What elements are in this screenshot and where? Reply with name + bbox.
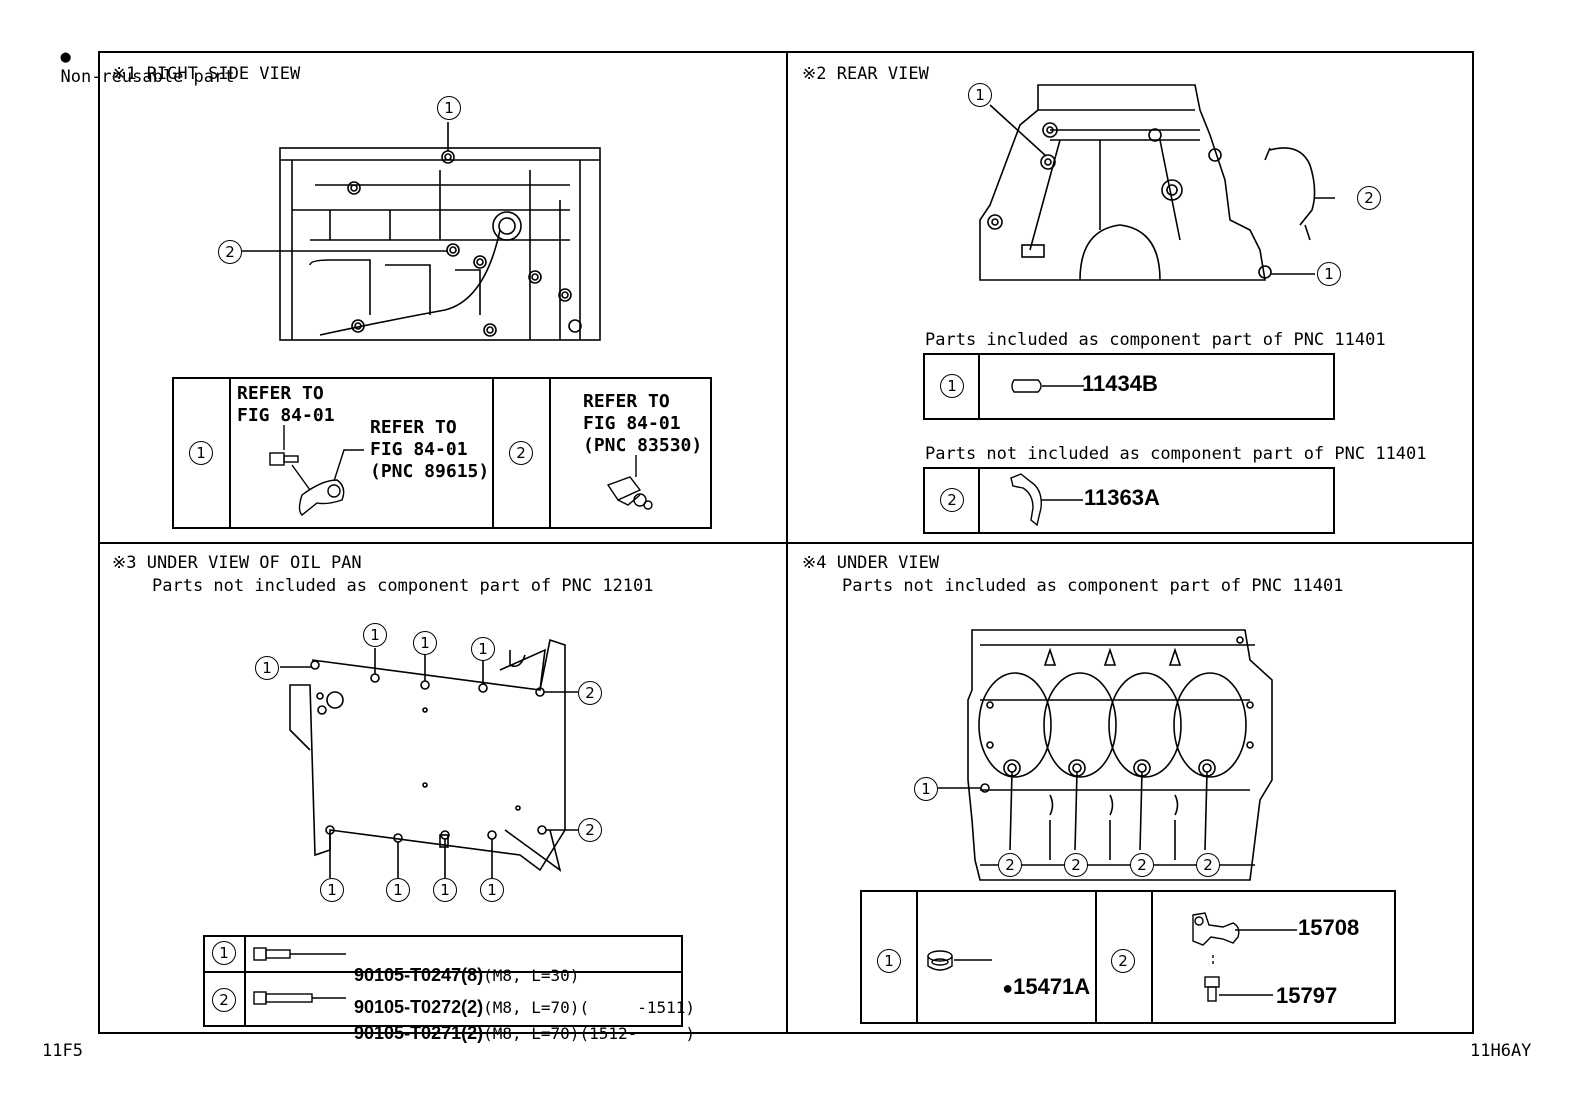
part-number-11363a: 11363A	[1084, 485, 1160, 510]
part-number-15708: 15708	[1298, 915, 1360, 940]
callout-2: 2	[218, 240, 242, 264]
oil-pan-view-title: ※3 UNDER VIEW OF OIL PAN	[112, 553, 362, 573]
oil-pan-row1-part: 90105-T0247(8)(M8, L=30)	[354, 965, 580, 985]
part-number-11434b: 11434B	[1082, 371, 1158, 396]
oil-pan-callout-1b: 1	[363, 623, 387, 647]
oil-pan-callout-2a: 2	[578, 681, 602, 705]
legend: ● Non-reusable part	[40, 27, 234, 87]
engine-block-rear-drawing	[979, 84, 1335, 281]
oil-pan-callout-1g: 1	[433, 878, 457, 902]
engine-block-under-drawing	[938, 629, 1273, 881]
oil-pan-callout-1d: 1	[471, 637, 495, 661]
right-side-parts-table	[172, 377, 712, 529]
under-row1-number: 1	[877, 949, 901, 973]
part-number-15797: 15797	[1276, 983, 1338, 1008]
table-row2-number: 2	[509, 441, 533, 465]
oil-pan-row2a-part: 90105-T0272(2)(M8, L=70)( -1511)	[354, 997, 696, 1017]
refer-pnc-89615-text: REFER TO FIG 84-01 (PNC 89615)	[370, 417, 490, 482]
rear-view-title: ※2 REAR VIEW	[802, 64, 929, 84]
not-included-parts-note: Parts not included as component part of …	[925, 444, 1427, 464]
under-callout-2d: 2	[1196, 853, 1220, 877]
under-callout-1: 1	[914, 777, 938, 801]
dowel-pin-icon	[1011, 379, 1084, 393]
oil-pan-callout-1c: 1	[413, 631, 437, 655]
rear-callout-1b: 1	[1317, 262, 1341, 286]
engine-block-right-side-drawing	[242, 122, 601, 341]
table-row1-number: 1	[189, 441, 213, 465]
non-reusable-bullet-icon: ●	[1002, 978, 1014, 998]
under-view-subtitle: Parts not included as component part of …	[842, 576, 1344, 596]
callout-1: 1	[437, 96, 461, 120]
oil-pan-callout-1f: 1	[386, 878, 410, 902]
oil-jet-icon	[1192, 912, 1297, 1002]
right-side-view-title: ※1 RIGHT SIDE VIEW	[112, 64, 301, 84]
oil-pan-row1-number: 1	[212, 941, 236, 965]
gasket-icon	[1010, 473, 1083, 527]
refer-fig-84-01-text: REFER TO FIG 84-01	[237, 383, 335, 426]
horizontal-divider	[98, 542, 1474, 544]
under-parts-table	[860, 890, 1396, 1024]
rear-callout-1: 1	[968, 83, 992, 107]
refer-pnc-83530-text: REFER TO FIG 84-01 (PNC 83530)	[583, 391, 703, 456]
oil-pan-callout-1h: 1	[480, 878, 504, 902]
under-callout-2b: 2	[1064, 853, 1088, 877]
page-code-left: 11F5	[42, 1041, 83, 1061]
rear-part2-table	[923, 467, 1335, 534]
page-code-right: 11H6AY	[1470, 1041, 1532, 1061]
non-reusable-bullet-icon: ●	[60, 47, 71, 67]
rear-part1-table	[923, 353, 1335, 420]
rear-callout-2: 2	[1357, 186, 1381, 210]
oil-pan-callout-1a: 1	[255, 656, 279, 680]
oil-pan-callout-1e: 1	[320, 878, 344, 902]
oil-pan-row2b-part: 90105-T0271(2)(M8, L=70)(1512- )	[354, 1023, 696, 1043]
knock-sensor-icon	[606, 455, 653, 510]
oil-pan-drawing	[280, 638, 578, 878]
oil-pan-bolts-table	[203, 935, 683, 1027]
under-callout-2c: 2	[1130, 853, 1154, 877]
plug-seal-icon	[927, 950, 992, 971]
oil-pan-view-subtitle: Parts not included as component part of …	[152, 576, 654, 596]
short-bolt-icon	[253, 947, 346, 961]
oil-pan-callout-2b: 2	[578, 818, 602, 842]
legend-text: Non-reusable part	[60, 67, 235, 87]
part-number-15471a: ●15471A	[1002, 974, 1091, 999]
rear-part2-number: 2	[940, 488, 964, 512]
oil-pan-row2-number: 2	[212, 988, 236, 1012]
bolt-and-sensor-icon	[269, 425, 364, 516]
included-parts-note: Parts included as component part of PNC …	[925, 330, 1386, 350]
under-row2-number: 2	[1111, 949, 1135, 973]
under-view-title: ※4 UNDER VIEW	[802, 553, 940, 573]
rear-part1-number: 1	[940, 374, 964, 398]
under-callout-2a: 2	[998, 853, 1022, 877]
long-bolt-icon	[253, 991, 346, 1005]
